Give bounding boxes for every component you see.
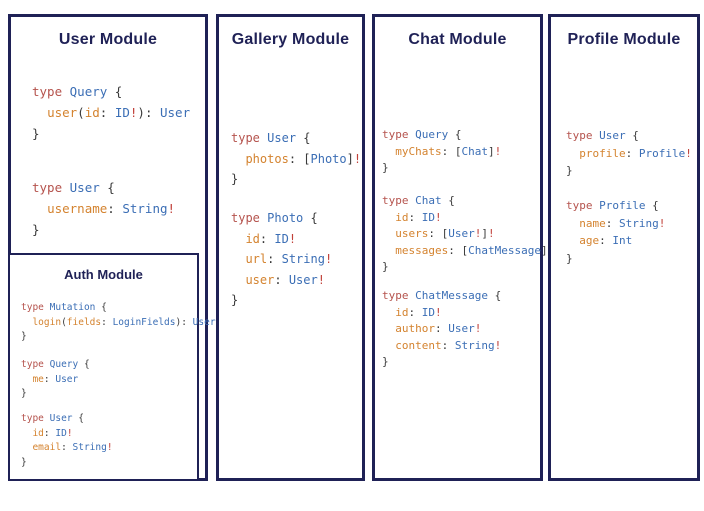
code-line: me: User xyxy=(32,373,79,385)
panel-title-auth-module: Auth Module xyxy=(64,267,143,282)
code-line: } xyxy=(21,388,27,399)
code-line: type Query { xyxy=(382,128,462,141)
code-line: photos: [Photo]! xyxy=(245,151,362,166)
code-line: } xyxy=(566,251,573,265)
code-line: type User { xyxy=(32,180,115,195)
panel-title-profile-module: Profile Module xyxy=(567,31,681,48)
code-block-user-query: type Query { user(id: ID!): User} xyxy=(32,81,190,144)
panel-chat-module: Chat Module type Query { myChats: [Chat]… xyxy=(372,14,554,481)
code-line: } xyxy=(382,161,389,174)
code-line: users: [User!]! xyxy=(395,227,495,240)
code-line: email: String! xyxy=(32,442,113,453)
code-block-user-user: type User { username: String!} xyxy=(32,177,175,240)
code-line: id: ID! xyxy=(395,305,442,319)
panel-title-chat-module: Chat Module xyxy=(408,31,507,48)
code-line: type Query { xyxy=(21,359,90,370)
code-block-auth-mutation: type Mutation { login(fields: LoginField… xyxy=(21,301,216,345)
code-block-profile-user: type User { profile: Profile!} xyxy=(566,127,692,180)
code-line: } xyxy=(32,222,40,237)
code-line: type User { xyxy=(21,413,84,424)
code-line: } xyxy=(566,164,573,177)
code-block-auth-query: type Query { me: User} xyxy=(21,358,90,402)
code-line: } xyxy=(21,331,27,342)
code-line: username: String! xyxy=(47,201,176,216)
code-block-chat-query: type Query { myChats: [Chat]!} xyxy=(382,127,501,177)
code-line: id: ID! xyxy=(395,210,442,224)
code-block-gallery-photo: type Photo { id: ID! url: String! user: … xyxy=(231,208,332,311)
code-line: type User { xyxy=(566,129,639,142)
code-block-profile-profile: type Profile { name: String! age: Int} xyxy=(566,197,665,267)
code-line: age: Int xyxy=(579,234,633,247)
code-line: type Chat { xyxy=(382,194,455,207)
code-line: content: String! xyxy=(395,338,502,352)
code-line: name: String! xyxy=(579,216,666,230)
code-line: user: User! xyxy=(245,272,325,287)
code-line: login(fields: LoginFields): User xyxy=(32,316,216,328)
code-block-chat-chat: type Chat { id: ID! users: [User!]! mess… xyxy=(382,193,554,276)
code-line: url: String! xyxy=(245,252,333,266)
panel-profile-module: Profile Module type User { profile: Prof… xyxy=(548,14,700,481)
panel-auth-module: Auth Module type Mutation { login(fields… xyxy=(8,253,216,481)
code-block-gallery-user: type User { photos: [Photo]!} xyxy=(231,128,361,190)
code-line: type Query { xyxy=(32,84,123,99)
code-line: user(id: ID!): User xyxy=(47,105,191,120)
code-line: author: User! xyxy=(395,322,482,335)
code-line: profile: Profile! xyxy=(579,146,692,160)
code-line: } xyxy=(21,456,27,468)
panel-title-gallery-module: Gallery Module xyxy=(231,31,350,48)
code-line: messages: [ChatMessage]! xyxy=(395,243,554,257)
code-line: } xyxy=(32,126,40,141)
code-line: } xyxy=(382,260,389,273)
code-line: type Mutation { xyxy=(21,302,107,313)
panel-title-user-module: User Module xyxy=(58,31,158,48)
code-line: type ChatMessage { xyxy=(382,289,502,302)
code-block-chat-chatmessage: type ChatMessage { id: ID! author: User!… xyxy=(382,288,501,371)
code-line: type Photo { xyxy=(231,211,318,225)
code-line: } xyxy=(231,172,239,186)
code-line: type Profile { xyxy=(566,199,659,212)
code-line: } xyxy=(231,293,239,307)
code-line: id: ID! xyxy=(245,231,297,246)
code-line: id: ID! xyxy=(32,427,73,439)
panel-gallery-module: Gallery Module type User { photos: [Phot… xyxy=(216,14,365,481)
code-line: myChats: [Chat]! xyxy=(395,144,502,158)
code-line: } xyxy=(382,355,389,368)
code-line: type User { xyxy=(231,131,311,145)
code-block-auth-user: type User { id: ID! email: String!} xyxy=(21,412,113,470)
